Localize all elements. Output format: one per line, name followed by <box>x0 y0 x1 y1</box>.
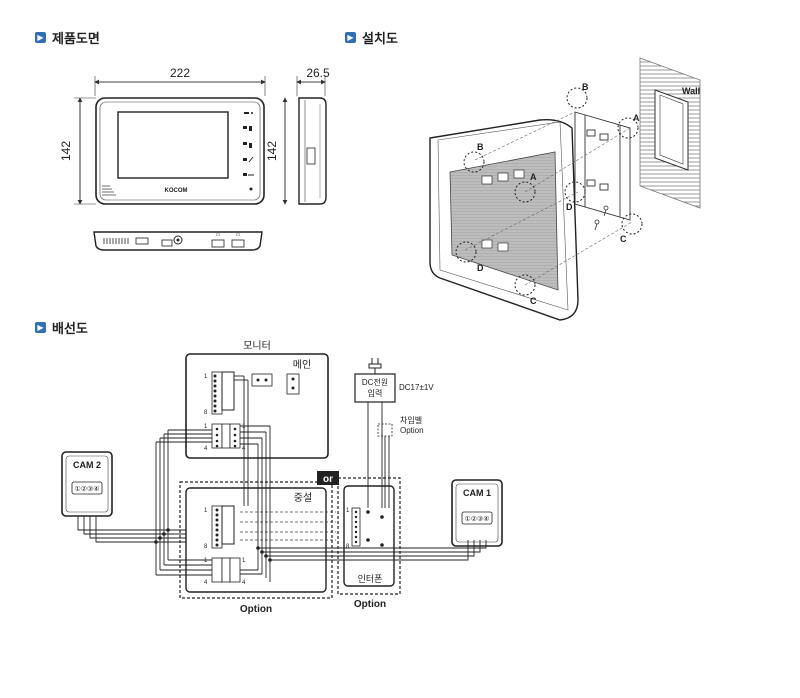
label-b-top: B <box>582 82 589 92</box>
chime-line1: 차임벨 <box>400 415 422 425</box>
or-badge <box>317 471 339 485</box>
dim-height-label: 142 <box>59 141 73 161</box>
monitor-screen <box>117 111 229 179</box>
or-label: or <box>323 474 333 485</box>
speaker-grille <box>102 185 116 196</box>
option-right-label: Option <box>354 599 386 610</box>
section-title-install-text: 설치도 <box>362 32 398 47</box>
pin-8-monitor: 8 <box>204 410 208 416</box>
interphone-box <box>343 485 395 587</box>
cam1-label: CAM 1 <box>463 488 491 498</box>
interphone-label: 인터폰 <box>358 574 383 584</box>
pin-1-interphone: 1 <box>346 508 350 514</box>
pin-1-relay-aux-left: 1 <box>204 558 208 564</box>
wall-label: Wall <box>682 86 700 96</box>
install-drawing: Wall <box>429 57 701 321</box>
pin-1-monitor-aux-left: 1 <box>204 424 208 430</box>
brand-logo: KOCOM <box>165 188 188 194</box>
label-a-top: A <box>633 113 640 123</box>
plug-icon <box>368 358 382 374</box>
section-title-wiring-text: 배선도 <box>52 322 88 337</box>
cam2-label: CAM 2 <box>73 460 101 470</box>
wires <box>77 375 487 582</box>
option-left-label: Option <box>240 604 272 615</box>
dim-width-label: 222 <box>170 66 190 80</box>
dc-input-line1: DC전원 <box>362 377 388 387</box>
relay-label: 중설 <box>294 492 312 504</box>
arrow-right-icon: ▶ <box>35 322 46 333</box>
pin-1-relay-aux-right: 1 <box>242 558 246 564</box>
svg-text:▭: ▭ <box>236 232 241 238</box>
section-title-wiring: ▶ 배선도 <box>35 318 88 337</box>
pin-8-interphone: 8 <box>346 544 350 550</box>
label-c-top: C <box>620 234 627 244</box>
cam1-terminals: ①②③④ <box>464 515 489 523</box>
wall-bracket <box>574 111 631 221</box>
label-d-monitor: D <box>477 263 484 273</box>
dim-height-side-label: 142 <box>265 141 279 161</box>
svg-text:▭: ▭ <box>216 232 221 238</box>
label-c-monitor: C <box>530 296 537 306</box>
label-d-top: D <box>566 202 573 212</box>
monitor-rear-panel <box>449 151 559 291</box>
label-b-monitor: B <box>477 142 484 152</box>
chime-box <box>377 423 393 437</box>
pin-8-relay: 8 <box>204 544 208 550</box>
pin-1-monitor: 1 <box>204 374 208 380</box>
product-drawing: 222 142 KOCOM 26.5 <box>59 66 330 251</box>
pin-1-relay: 1 <box>204 508 208 514</box>
cam2-terminals: ①②③④ <box>74 485 99 493</box>
pin-4-monitor-aux-left: 4 <box>204 446 208 452</box>
front-buttons <box>243 112 254 191</box>
section-title-product: ▶ 제품도면 <box>35 28 100 47</box>
wiring-main-label: 메인 <box>293 359 311 371</box>
chime-line2: Option <box>400 426 424 435</box>
dc-voltage-label: DC17±1V <box>399 383 434 392</box>
dc-input-line2: 입력 <box>368 388 383 398</box>
wiring-monitor-label: 모니터 <box>243 340 271 352</box>
wiring-diagram: 모니터 메인 1 8 1 4 1 4 중설 Option <box>61 340 503 615</box>
arrow-right-icon: ▶ <box>345 32 356 43</box>
pin-4-relay-aux-left: 4 <box>204 580 208 586</box>
section-title-install: ▶ 설치도 <box>345 28 398 47</box>
section-title-product-text: 제품도면 <box>52 32 100 47</box>
dim-depth-label: 26.5 <box>306 66 330 80</box>
option-box-right <box>337 477 401 595</box>
label-a-monitor: A <box>530 172 537 182</box>
pin-4-relay-aux-right: 4 <box>242 580 246 586</box>
arrow-right-icon: ▶ <box>35 32 46 43</box>
